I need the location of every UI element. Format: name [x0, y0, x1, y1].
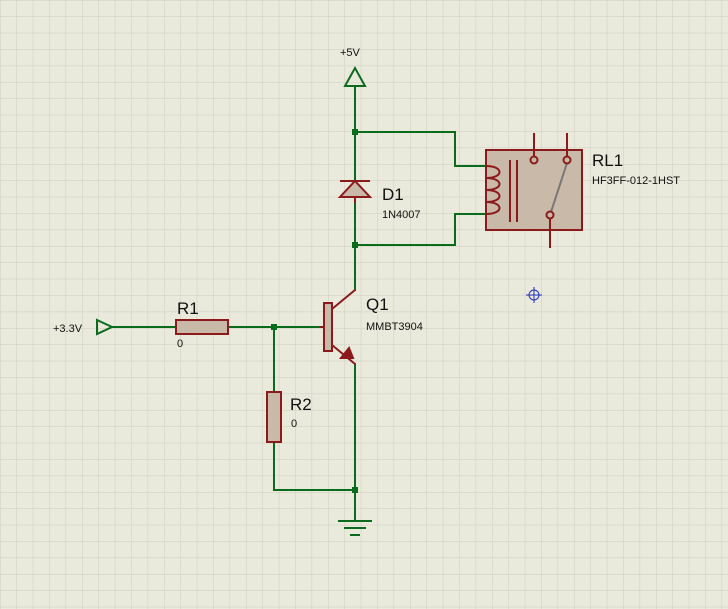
wires — [111, 85, 487, 522]
junction-dot — [352, 242, 358, 248]
diode-d1[interactable]: D1 1N4007 — [337, 179, 421, 221]
component-value: 0 — [177, 338, 183, 350]
ground-symbol[interactable] — [338, 520, 372, 536]
junction-dot — [352, 487, 358, 493]
component-value: 0 — [291, 418, 297, 430]
resistor-body — [175, 319, 229, 335]
relay-switch-arm — [549, 162, 568, 216]
relay-contact — [545, 210, 555, 220]
junction-dot — [271, 324, 277, 330]
resistor-r2[interactable]: R2 0 — [266, 391, 312, 443]
component-value: HF3FF-012-1HST — [592, 175, 680, 187]
relay-contact — [562, 155, 572, 165]
emitter-arrow-icon — [338, 346, 355, 359]
component-ref: R2 — [290, 395, 312, 414]
resistor-r1[interactable]: R1 0 — [175, 299, 229, 350]
relay-coil-icon — [485, 165, 501, 215]
power-arrow-icon — [343, 65, 367, 87]
component-ref: RL1 — [592, 151, 623, 170]
collector-lead — [331, 289, 356, 310]
component-ref: Q1 — [366, 295, 389, 314]
crosshair-cursor-icon — [526, 287, 542, 303]
relay-rl1[interactable]: RL1 HF3FF-012-1HST — [485, 133, 680, 248]
power-label: +5V — [340, 47, 361, 59]
component-value: MMBT3904 — [366, 321, 423, 333]
resistor-body — [266, 391, 282, 443]
relay-contact — [529, 155, 539, 165]
component-value: 1N4007 — [382, 209, 421, 221]
base-bar — [323, 302, 333, 352]
input-terminal-3v3[interactable]: +3.3V — [53, 318, 115, 336]
transistor-q1[interactable]: Q1 MMBT3904 — [320, 289, 423, 365]
junction-dot — [352, 129, 358, 135]
component-ref: R1 — [177, 299, 199, 318]
input-label: +3.3V — [53, 323, 83, 335]
power-terminal-5v[interactable]: +5V — [340, 47, 367, 87]
component-ref: D1 — [382, 185, 404, 204]
input-arrow-icon — [96, 318, 115, 336]
junctions — [271, 129, 358, 493]
